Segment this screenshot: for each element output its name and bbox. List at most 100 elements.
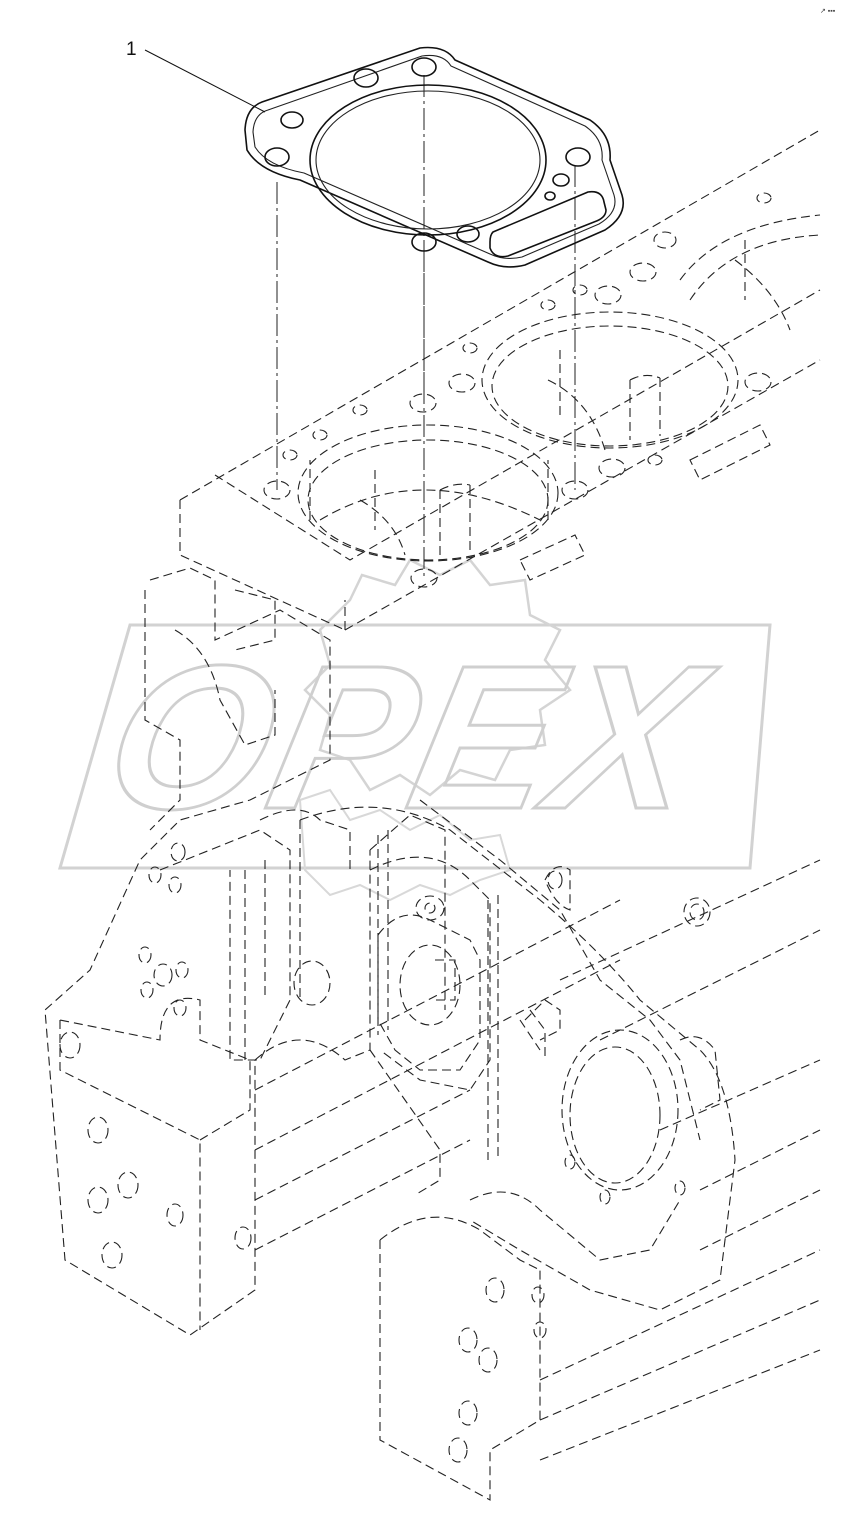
watermark-text: OPEX — [89, 622, 730, 851]
gasket-hole — [353, 68, 379, 88]
bore-1-web — [359, 470, 406, 556]
crank-rails-right — [539, 859, 821, 1461]
gasket-hole — [264, 147, 290, 167]
flywheel-web — [469, 1191, 681, 1261]
housing-bolt — [140, 981, 154, 999]
bore-1-pocket — [439, 483, 471, 560]
crank-oil-pan-flange — [379, 1240, 541, 1501]
housing-bolt — [170, 842, 186, 862]
bore-2-web — [547, 350, 606, 451]
gasket-bore — [309, 84, 547, 236]
deck-hole — [409, 393, 437, 413]
deck-bolt-holes — [263, 192, 772, 588]
cylinder-head-gasket — [244, 46, 624, 268]
cylinder-bore-1 — [297, 424, 559, 562]
flywheel-bolt — [564, 1154, 576, 1170]
housing-bolt — [138, 946, 152, 964]
pump-bore — [399, 944, 461, 1026]
gasket-hole-small — [544, 191, 556, 201]
rear-bolt — [533, 1321, 547, 1339]
deck-hole — [629, 262, 657, 282]
gasket-bore-inner — [315, 90, 541, 230]
watermark-frame — [58, 623, 772, 870]
callout-label: 1 — [126, 39, 137, 60]
deck-hole — [594, 285, 622, 305]
bore-1-inner — [307, 439, 549, 561]
pump-mount — [377, 895, 561, 1071]
flywheel-lug — [544, 866, 571, 911]
block-deck-inner-edge — [214, 289, 821, 561]
crank-rib — [244, 820, 301, 1060]
crankcase-webs — [244, 809, 821, 1501]
pump-ear — [415, 895, 445, 921]
gasket-outline — [244, 46, 624, 268]
rear-bolt — [478, 1347, 498, 1373]
deck-hole-small — [462, 342, 478, 354]
deck-hole — [263, 480, 291, 500]
rear-bolt — [458, 1400, 478, 1426]
crank-bearing-cap — [369, 856, 491, 1091]
gasket-outline-inner — [252, 54, 616, 260]
housing-flange — [144, 590, 181, 831]
alignment-lines — [276, 75, 576, 578]
crank-tube-2 — [487, 895, 499, 1160]
rear-bolt — [531, 1286, 545, 1304]
bore-2-pocket — [629, 374, 661, 440]
flywheel-housing-inner — [419, 799, 701, 1141]
housing-outline — [44, 567, 331, 1336]
deck-hole-small — [756, 192, 772, 204]
rear-bolt — [458, 1327, 478, 1353]
deck-hole-small — [282, 449, 298, 461]
flywheel-lug — [679, 1036, 721, 1111]
gasket-hole — [552, 173, 570, 187]
housing-pump-mount — [159, 829, 291, 1061]
block-deck-outline — [179, 129, 821, 501]
pump-boss — [524, 999, 561, 1041]
watermark: OPEX — [58, 558, 772, 902]
bore-2-inner — [491, 325, 729, 447]
deck-water-port — [689, 424, 771, 481]
callout-leader — [144, 49, 266, 113]
block-deck-front-edge — [179, 500, 346, 631]
watermark-gear-lower-icon — [298, 788, 512, 902]
side-plug-inner — [689, 903, 705, 921]
deck-hole-small — [352, 404, 368, 416]
housing-bolt — [87, 1186, 109, 1214]
deck-hole — [744, 372, 772, 392]
engine-block — [44, 129, 821, 1501]
housing-bolt — [173, 999, 187, 1017]
housing-boss — [234, 589, 276, 651]
bore-3-web — [734, 240, 791, 331]
pump-gear — [435, 959, 456, 1001]
housing-bolt — [153, 963, 173, 987]
rear-bolt — [448, 1437, 468, 1463]
pump-ear-hole — [424, 902, 436, 914]
housing-bolt — [87, 1116, 109, 1144]
flywheel-bolt — [547, 870, 563, 890]
flywheel-bore — [561, 1029, 679, 1191]
corner-mark: ↗ ▪▪▪ — [820, 8, 836, 15]
deck-hole-small — [572, 284, 588, 296]
gasket-hole — [280, 111, 304, 129]
rear-bolt — [485, 1277, 505, 1303]
cylinder-bore-2 — [481, 311, 739, 451]
pump-flange — [377, 914, 481, 1071]
flywheel-bolt — [599, 1189, 611, 1205]
housing-plate — [59, 1020, 201, 1330]
callout-1: 1 — [126, 39, 266, 113]
housing-bolt — [166, 1203, 184, 1227]
flywheel-bore-inner — [569, 1046, 661, 1184]
deck-hole — [448, 373, 476, 393]
flywheel-flange — [519, 1009, 546, 1060]
bore-2-outer — [481, 311, 739, 449]
deck-hole-small — [540, 299, 556, 311]
bore-1-liner — [309, 460, 549, 521]
deck-hole-small — [312, 429, 328, 441]
bore-3-outer — [679, 214, 821, 281]
housing-bolt — [148, 866, 162, 884]
housing-bolt — [234, 1226, 252, 1250]
crank-web — [369, 814, 446, 1010]
deck-hole-small — [647, 454, 663, 466]
cylinder-bore-3 — [679, 214, 821, 331]
deck-water-port — [519, 534, 586, 581]
